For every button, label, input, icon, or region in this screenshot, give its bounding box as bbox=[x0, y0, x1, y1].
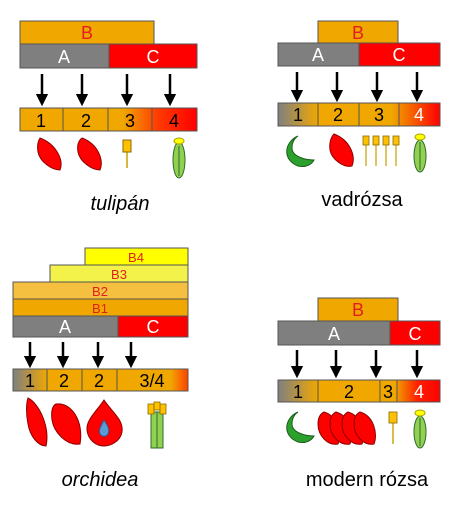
column-icon bbox=[147, 401, 167, 449]
whorl-3-label: 3 bbox=[383, 382, 393, 402]
panel-title: modern rózsa bbox=[306, 469, 429, 491]
gene-a-bar bbox=[277, 320, 391, 346]
whorl-1-label: 1 bbox=[25, 371, 35, 391]
whorl-1-label: 1 bbox=[293, 382, 303, 402]
petal-icon bbox=[37, 137, 62, 171]
gene-b3-label: B3 bbox=[111, 267, 127, 282]
whorl-2b-label: 2 bbox=[94, 371, 104, 391]
carpel-icon bbox=[413, 133, 427, 173]
gene-b4-label: B4 bbox=[128, 250, 144, 265]
petal-icon bbox=[329, 133, 354, 167]
whorl-1-label: 1 bbox=[293, 105, 303, 125]
panel-title: orchidea bbox=[62, 469, 139, 491]
petals-icon bbox=[317, 411, 376, 445]
sepal-icon bbox=[26, 397, 48, 447]
stamen-icon bbox=[388, 411, 398, 444]
lip-icon bbox=[86, 399, 123, 447]
stamens-icon bbox=[362, 135, 400, 166]
gene-b2-label: B2 bbox=[92, 284, 108, 299]
gene-c-label: C bbox=[409, 324, 422, 344]
petal-icon bbox=[77, 137, 102, 171]
gene-a-label: A bbox=[59, 317, 71, 337]
sepal-icon bbox=[286, 135, 315, 167]
gene-c-label: C bbox=[147, 47, 160, 67]
gene-a-label: A bbox=[58, 47, 70, 67]
gene-c-label: C bbox=[147, 317, 160, 337]
gene-c-bar bbox=[389, 320, 441, 346]
panel-title: tulipán bbox=[91, 193, 150, 215]
whorl-3-label: 3 bbox=[374, 105, 384, 125]
stamen-icon bbox=[122, 139, 132, 168]
panel-tulip: B A C 1 2 3 4 tulipán bbox=[19, 20, 198, 215]
gene-c-label: C bbox=[393, 45, 406, 65]
gene-a-label: A bbox=[312, 45, 324, 65]
whorl-2-label: 2 bbox=[59, 371, 69, 391]
carpel-icon bbox=[413, 409, 427, 449]
panel-modernrose: B A C 1 2 3 4 modern bbox=[277, 297, 441, 491]
sepal-icon bbox=[286, 411, 315, 443]
gene-c-bar bbox=[117, 315, 189, 338]
whorl-bar bbox=[12, 368, 189, 392]
gene-c-bar bbox=[358, 42, 441, 67]
whorl-2-label: 2 bbox=[81, 111, 91, 131]
gene-c-bar bbox=[108, 43, 198, 69]
whorl-1-label: 1 bbox=[36, 111, 46, 131]
gene-b-label: B bbox=[352, 23, 364, 43]
gene-b-label: B bbox=[352, 300, 364, 320]
gene-a-bar bbox=[19, 43, 110, 69]
whorl-4-label: 4 bbox=[414, 382, 424, 402]
gene-b1-label: B1 bbox=[92, 301, 108, 316]
gene-b-label: B bbox=[81, 23, 93, 43]
whorl-3-label: 3 bbox=[125, 111, 135, 131]
whorl-2-label: 2 bbox=[344, 382, 354, 402]
petal-icon bbox=[51, 403, 82, 445]
whorl-4-label: 4 bbox=[169, 111, 179, 131]
whorl-34-label: 3/4 bbox=[139, 371, 164, 391]
carpel-icon bbox=[172, 137, 186, 179]
panel-title: vadrózsa bbox=[321, 189, 403, 211]
panel-wildrose: B A C 1 2 3 4 bbox=[277, 20, 441, 211]
whorl-2-label: 2 bbox=[333, 105, 343, 125]
gene-a-label: A bbox=[328, 324, 340, 344]
whorl-4-label: 4 bbox=[414, 105, 424, 125]
panel-orchid: B4 B3 B2 B1 A C 1 2 2 3/4 bbox=[12, 247, 189, 491]
